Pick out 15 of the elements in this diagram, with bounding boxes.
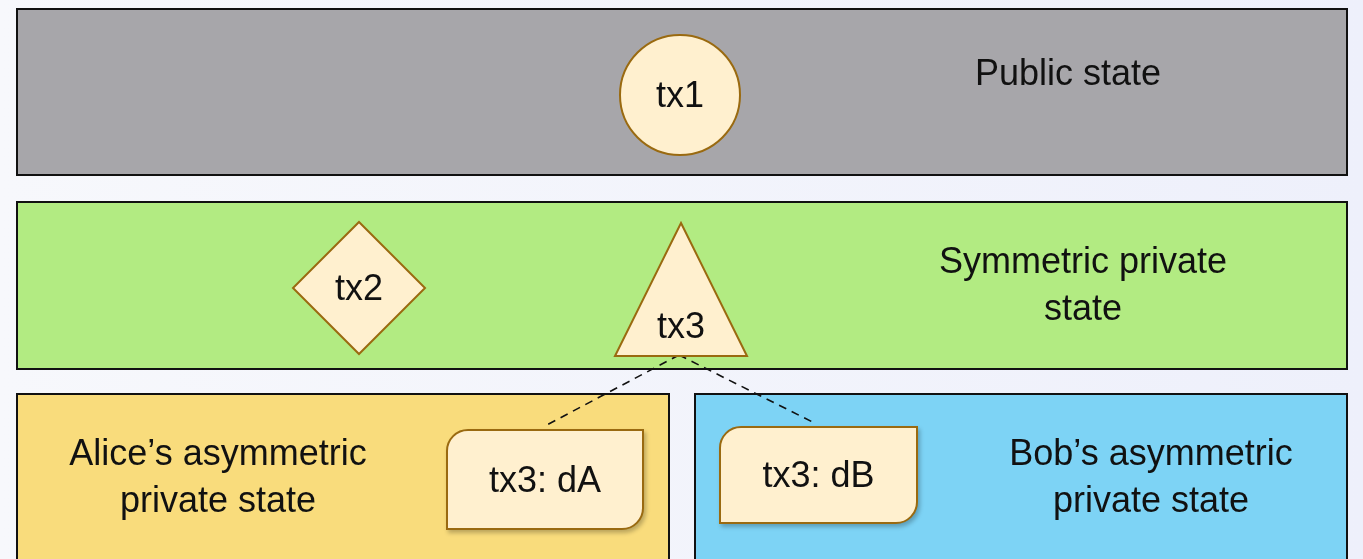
node-label: tx1 bbox=[656, 74, 704, 116]
node-label: tx2 bbox=[335, 267, 383, 309]
band-label: Public state bbox=[973, 51, 1163, 95]
node-label: tx3: dB bbox=[762, 454, 875, 496]
band-label: Bob’s asymmetric private state bbox=[1008, 431, 1294, 522]
node-label: tx3: dA bbox=[488, 458, 602, 501]
callout-box bbox=[446, 429, 644, 530]
node-label: tx3 bbox=[657, 305, 705, 347]
state-band bbox=[694, 393, 1348, 559]
state-band bbox=[16, 393, 670, 559]
band-label: Alice’s asymmetric private state bbox=[68, 431, 368, 522]
state-band bbox=[16, 201, 1348, 370]
band-label: Symmetric private state bbox=[937, 239, 1229, 330]
state-band bbox=[16, 8, 1348, 176]
callout-box bbox=[719, 426, 918, 524]
